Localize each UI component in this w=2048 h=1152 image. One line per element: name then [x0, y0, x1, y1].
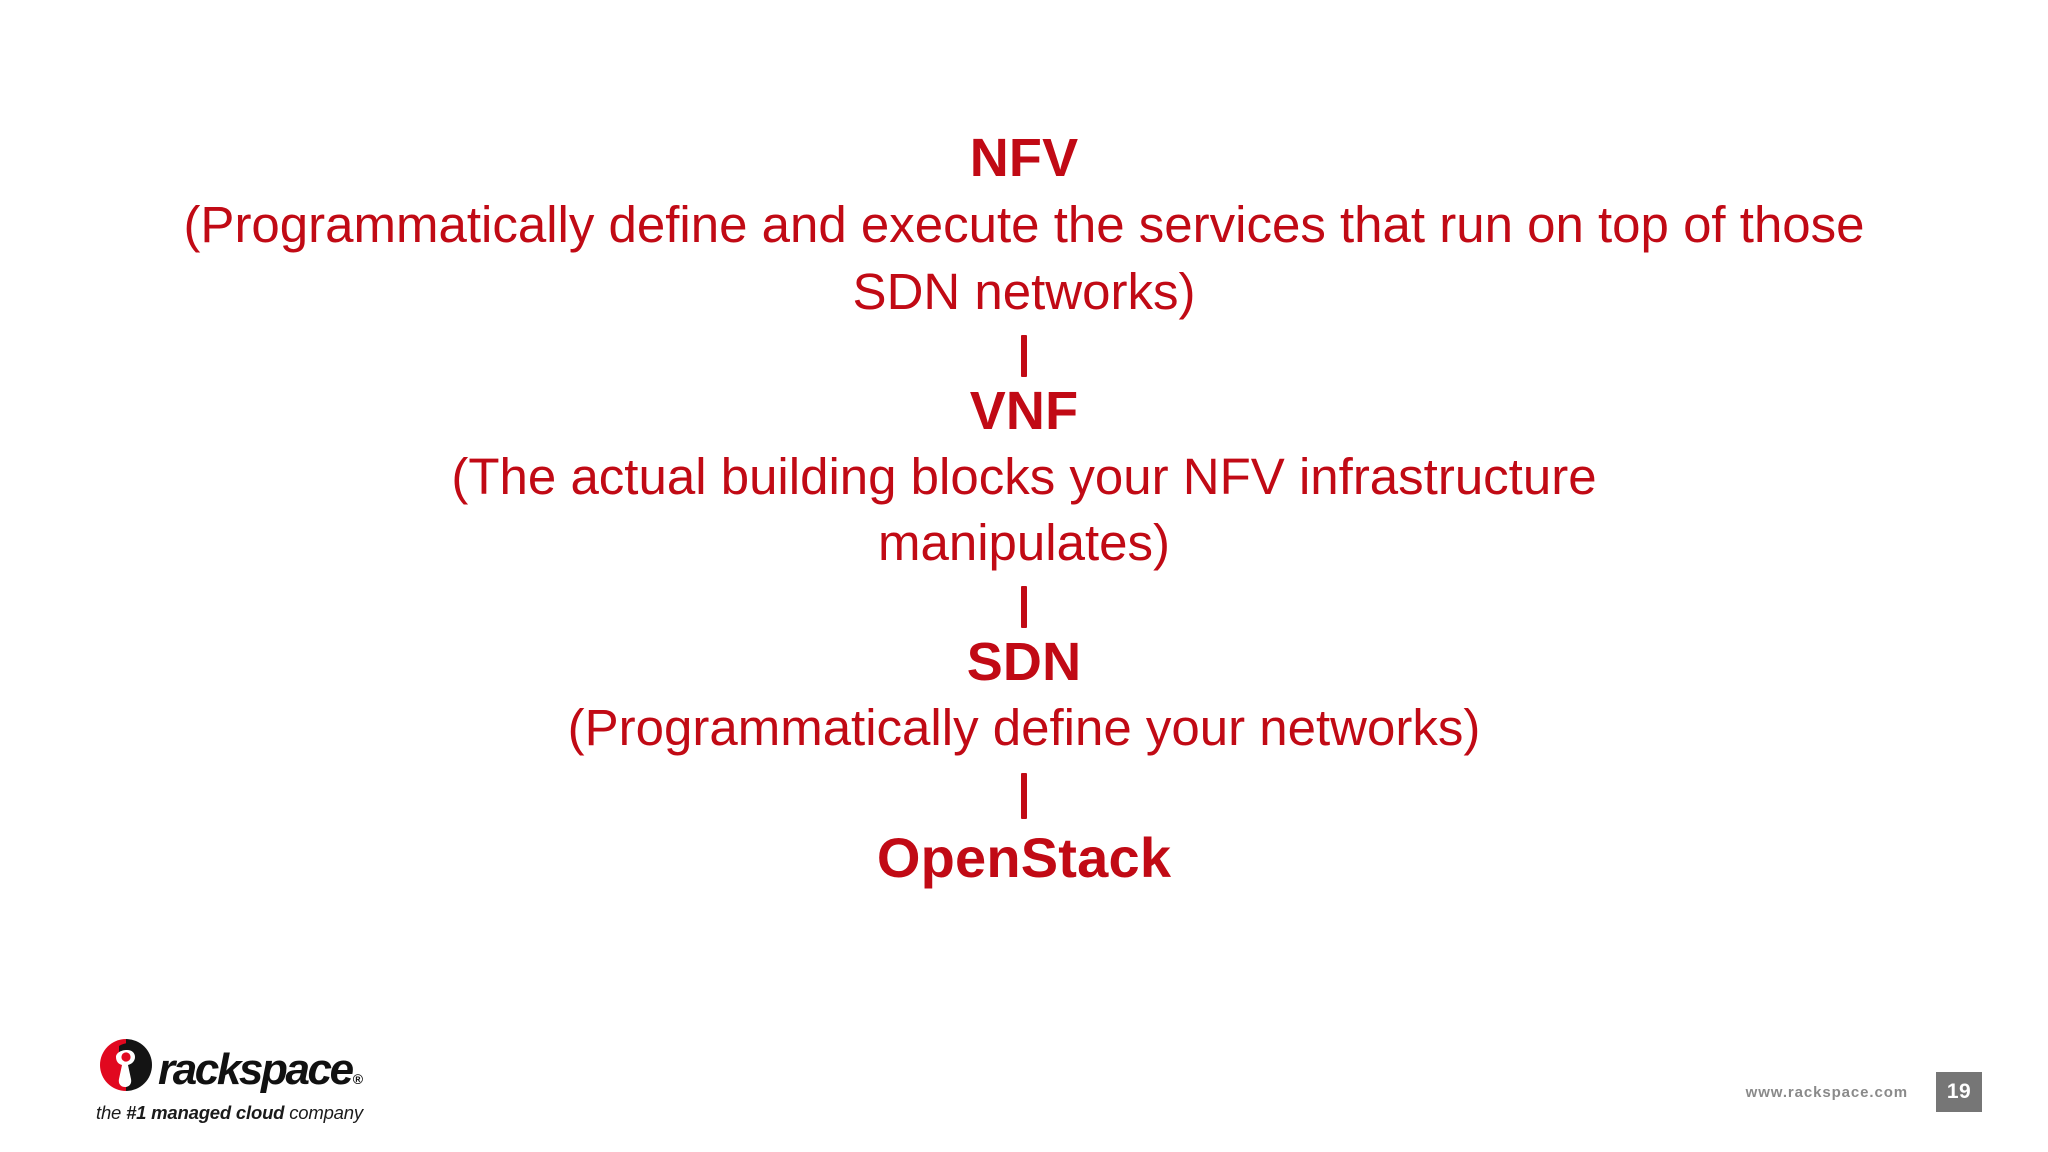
slide-footer-right: www.rackspace.com 19	[1746, 1072, 1982, 1112]
level-description-sdn: (Programmatically define your networks)	[567, 698, 1481, 756]
level-description-nfv: (Programmatically define and execute the…	[183, 196, 1865, 320]
registered-trademark-icon: ®	[352, 1071, 364, 1087]
rackspace-mark-icon	[96, 1036, 156, 1094]
connector-sdn-to-openstack	[1021, 772, 1027, 819]
level-title-openstack: OpenStack	[876, 825, 1172, 889]
level-title-sdn: SDN	[966, 632, 1082, 693]
tagline-suffix: company	[284, 1102, 363, 1123]
connector-vnf-to-sdn	[1021, 586, 1027, 629]
tagline-prefix: the	[96, 1102, 127, 1123]
footer-website-url[interactable]: www.rackspace.com	[1745, 1083, 1908, 1101]
page-number-badge: 19	[1936, 1072, 1982, 1112]
level-title-nfv: NFV	[969, 128, 1079, 188]
hierarchy-level-vnf: VNF (The actual building blocks your NFV…	[0, 381, 2048, 576]
hierarchy-level-openstack: OpenStack	[0, 825, 2048, 890]
rackspace-tagline: the #1 managed cloud company	[96, 1102, 366, 1124]
level-description-vnf: (The actual building blocks your NFV inf…	[451, 447, 1597, 571]
rackspace-logo: rackspace® the #1 managed cloud company	[96, 1036, 366, 1124]
hierarchy-level-sdn: SDN (Programmatically define your networ…	[0, 632, 2048, 761]
connector-nfv-to-vnf	[1021, 335, 1027, 378]
tagline-bold: #1 managed cloud	[126, 1102, 285, 1123]
logo-row: rackspace®	[96, 1036, 366, 1094]
hierarchy-level-nfv: NFV (Programmatically define and execute…	[0, 128, 2048, 325]
rackspace-wordmark: rackspace®	[158, 1048, 363, 1092]
rackspace-wordmark-text: rackspace	[158, 1045, 354, 1094]
nfv-hierarchy-diagram: NFV (Programmatically define and execute…	[0, 128, 2048, 890]
level-title-vnf: VNF	[969, 381, 1079, 442]
